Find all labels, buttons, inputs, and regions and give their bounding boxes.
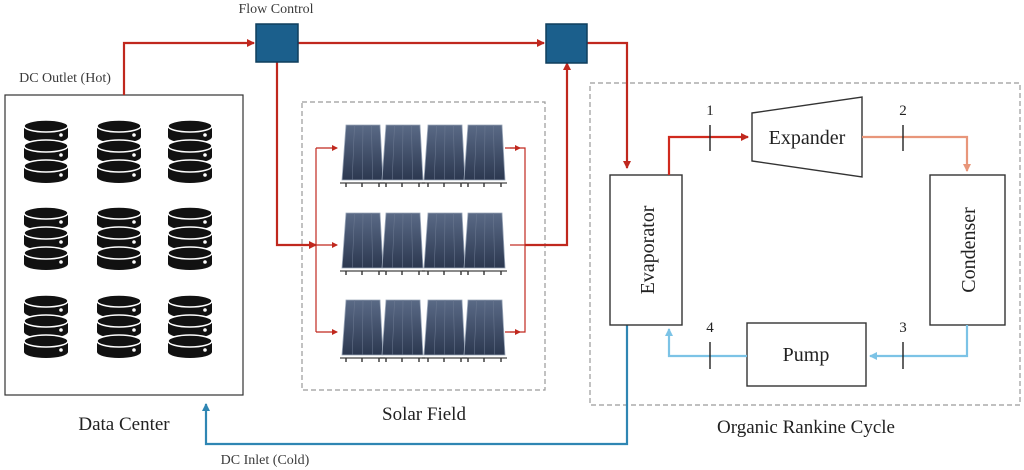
cold-return-line [202, 325, 629, 446]
solar-manifold-lines [315, 145, 526, 335]
pump-box [746, 322, 867, 387]
state-point-ticks [709, 125, 904, 369]
condenser-box [929, 174, 1006, 326]
solar-panel [380, 212, 425, 275]
solar-panel [462, 299, 507, 362]
server-stack-icon [23, 294, 69, 358]
state-point-1: 1 [706, 103, 714, 119]
solar-panel [340, 124, 385, 187]
solar-panel [340, 212, 385, 275]
server-stack-icon [96, 294, 142, 358]
orc-line-3 [869, 325, 969, 360]
data-center-label: Data Center [78, 414, 170, 435]
server-stack-icon [167, 119, 213, 183]
solar-panel [422, 299, 467, 362]
flow-control-valve-1 [255, 23, 299, 63]
orc-line-2 [862, 135, 971, 172]
solar-panel [422, 124, 467, 187]
server-stack-icon [96, 119, 142, 183]
evaporator-box [609, 174, 683, 326]
state-point-3: 3 [899, 320, 907, 336]
solar-field-box [301, 101, 546, 391]
solar-panel [380, 299, 425, 362]
server-stack-icon [23, 206, 69, 270]
dc-outlet-label: DC Outlet (Hot) [19, 71, 111, 86]
flow-control-valve-2 [545, 23, 588, 64]
orc-label: Organic Rankine Cycle [717, 417, 895, 438]
server-stack-icon [23, 119, 69, 183]
expander-shape [751, 96, 863, 178]
solar-panel [462, 212, 507, 275]
state-point-2: 2 [899, 103, 907, 119]
evaporator-label: Evaporator [637, 205, 659, 294]
hot-supply-line [122, 39, 631, 249]
server-stack-group [23, 119, 213, 358]
solar-panel [422, 212, 467, 275]
pump-label: Pump [783, 344, 830, 366]
dc-inlet-label: DC Inlet (Cold) [221, 453, 310, 468]
solar-panel-group [340, 124, 507, 362]
solar-field-label: Solar Field [382, 404, 466, 425]
condenser-label: Condenser [958, 207, 980, 293]
solar-panel [340, 299, 385, 362]
expander-label: Expander [769, 127, 846, 149]
solar-panel [380, 124, 425, 187]
flow-control-label: Flow Control [238, 2, 313, 17]
solar-panel [462, 124, 507, 187]
server-stack-icon [167, 206, 213, 270]
orc-line-1 [667, 133, 749, 175]
state-point-4: 4 [706, 320, 714, 336]
server-stack-icon [167, 294, 213, 358]
orc-line-4 [665, 328, 747, 358]
server-stack-icon [96, 206, 142, 270]
